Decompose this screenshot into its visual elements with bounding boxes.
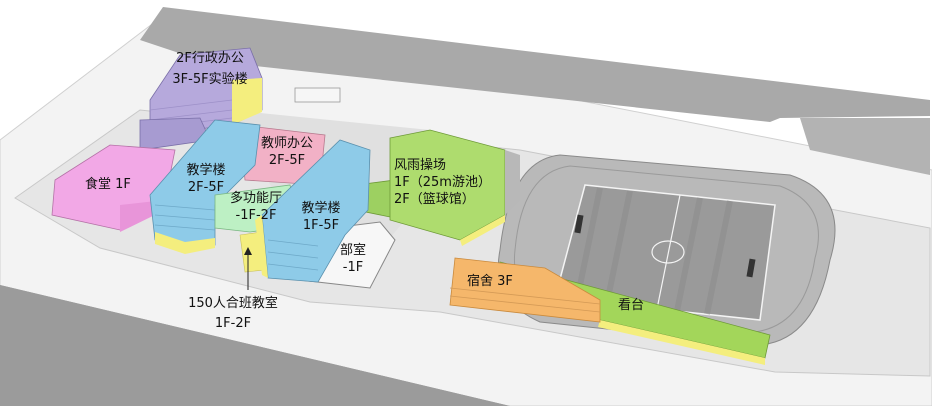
label-dept-line1: 部室 [339,243,366,258]
label-dorm: 宿舍 3F [467,273,513,290]
label-teacher-office-line2: 2F-5F [268,153,306,168]
admin-building [139,47,263,151]
label-teaching-east: 教学楼 1F-5F [293,200,349,234]
goal-east [746,258,756,278]
label-dept-line2: -1F [342,260,364,275]
label-multi-function: 多功能厅 -1F-2F [223,190,289,224]
label-teaching-west-line2: 2F-5F [187,180,225,195]
dorm-building [449,257,601,323]
leader-arrow [244,247,252,255]
label-admin: 2F行政办公 3F-5F实验楼 [164,50,256,88]
label-teaching-east-line2: 1F-5F [302,218,340,233]
label-stand: 看台 [618,297,644,314]
label-class150-line1: 150人合班教室 [188,296,278,311]
label-gym-line2: 1F（25m游池） [394,175,491,190]
label-gym-line3: 2F（篮球馆） [394,192,475,207]
label-dept: 部室 -1F [333,242,373,276]
label-gym-line1: 风雨操场 [394,158,447,173]
label-admin-line2: 3F-5F实验楼 [172,72,248,87]
label-multi-line1: 多功能厅 [229,191,282,206]
road-south-edge [0,285,510,406]
label-gym: 风雨操场 1F（25m游池） 2F（篮球馆） [394,157,491,208]
label-canteen-text: 食堂 1F [85,177,131,192]
label-teaching-east-line1: 教学楼 [301,201,341,216]
teaching-building-west [149,119,261,254]
label-teacher-office: 教师办公 2F-5F [252,135,322,169]
gym-building [355,129,520,246]
label-multi-line2: -1F-2F [235,208,277,223]
road-north [140,7,930,122]
label-dorm-text: 宿舍 3F [467,274,513,289]
label-teacher-office-line1: 教师办公 [260,136,313,151]
road-north-east [800,118,930,175]
label-teaching-west: 教学楼 2F-5F [178,162,234,196]
goal-west [574,214,584,234]
label-teaching-west-line1: 教学楼 [186,163,226,178]
teaching-building-east [255,139,371,283]
label-class150: 150人合班教室 1F-2F [178,295,288,332]
label-class150-line2: 1F-2F [214,316,252,331]
gate-structure [294,87,341,103]
label-canteen: 食堂 1F [85,176,131,193]
label-stand-text: 看台 [618,298,645,313]
label-admin-line1: 2F行政办公 [176,51,244,66]
